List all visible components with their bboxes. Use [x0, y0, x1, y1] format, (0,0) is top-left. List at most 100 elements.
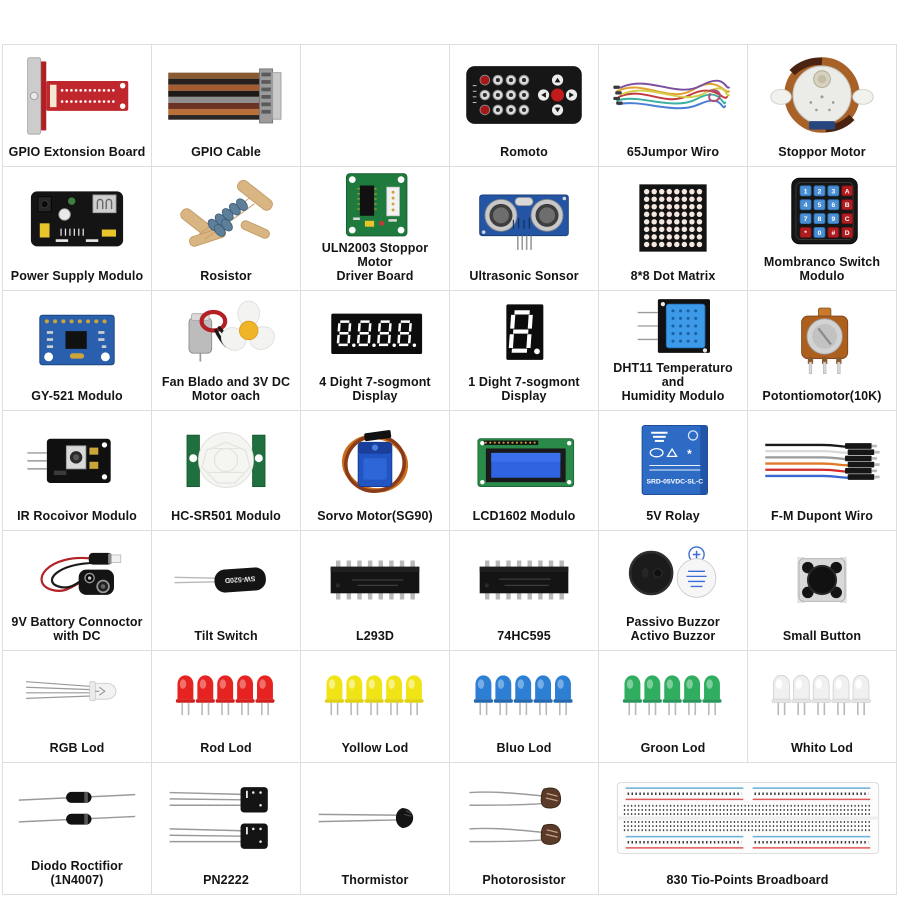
label-hc-sr501-module: HC-SR501 Modulo: [171, 509, 281, 523]
component-cell-gpio-extension-board: GPIO Extonsion Board: [3, 45, 152, 167]
small-button-graphic: [797, 556, 847, 604]
component-cell-dht11-module: DHT11 Temperaturo and Humidity Modulo: [599, 291, 748, 411]
label-gy521-module: GY-521 Modulo: [31, 389, 123, 403]
remote-graphic: [466, 66, 582, 124]
label-gpio-cable: GPIO Cable: [191, 145, 261, 159]
dupont-wire-graphic: [765, 443, 880, 480]
breadboard-image: [599, 763, 896, 873]
hc-sr501-module-graphic: [186, 432, 266, 488]
component-cell-gy521-module: GY-521 Modulo: [3, 291, 152, 411]
label-dupont-wire: F-M Dupont Wiro: [770, 509, 874, 523]
component-cell-hc-sr501-module: HC-SR501 Modulo: [152, 411, 301, 531]
ir-receiver-module-image: [3, 411, 151, 509]
remote-image: [450, 45, 598, 145]
label-seg1-display: 1 Dight 7-sogmont Display: [468, 375, 580, 403]
thermistor-graphic: [318, 808, 414, 828]
label-ir-receiver-module: IR Rocoivor Modulo: [17, 509, 137, 523]
relay-ul-mark: *: [687, 447, 692, 461]
components-grid: GPIO Extonsion Board: [2, 44, 897, 895]
stepper-motor-graphic: [770, 57, 874, 133]
component-cell-servo-motor: Sorvo Motor(SG90): [301, 411, 450, 531]
pn2222-graphic: [169, 787, 268, 849]
label-lcd1602-module: LCD1602 Modulo: [472, 509, 576, 523]
ultrasonic-sensor-image: [450, 167, 598, 269]
label-dot-matrix: 8*8 Dot Matrix: [630, 269, 716, 283]
keypad-key-label: *: [804, 230, 807, 237]
keypad-key-label: 7: [804, 216, 808, 223]
ultrasonic-sensor-graphic: [479, 194, 569, 250]
component-cell-ir-receiver-module: IR Rocoivor Modulo: [3, 411, 152, 531]
gpio-extension-board-graphic: [27, 57, 129, 135]
dot-matrix-graphic: [639, 184, 707, 252]
component-cell-uln2003-driver-board: ULN2003 Stoppor Motor Driver Board: [301, 167, 450, 291]
potentiometer-image: [748, 291, 896, 389]
keypad-key-label: 4: [804, 202, 808, 209]
label-pn2222: PN2222: [203, 873, 249, 887]
component-cell-rgb-led: RGB Lod: [3, 651, 152, 763]
servo-motor-image: [301, 411, 449, 509]
green-led-image: [599, 651, 747, 741]
white-led-image: [748, 651, 896, 741]
battery-connector-graphic: [40, 552, 122, 595]
potentiometer-graphic: [801, 307, 849, 374]
component-cell-jumper-wire: 65Jumpor Wiro: [599, 45, 748, 167]
l293d-graphic: [330, 560, 420, 600]
component-cell-buzzers: Passivo Buzzor Activo Buzzor: [599, 531, 748, 651]
empty-cell: [301, 45, 450, 167]
keypad-key-label: 2: [818, 188, 822, 195]
label-dht11-module: DHT11 Temperaturo and Humidity Modulo: [613, 361, 733, 403]
dot-matrix-image: [599, 167, 747, 269]
seg1-display-graphic: [506, 304, 544, 360]
keypad-key-label: B: [845, 202, 850, 209]
servo-motor-graphic: [341, 430, 409, 493]
component-cell-gpio-cable: GPIO Cable: [152, 45, 301, 167]
label-potentiometer: Potontiomotor(10K): [762, 389, 882, 403]
label-membrane-switch-module: Mombranco Switch Modulo: [763, 255, 881, 283]
keypad-key-label: 3: [831, 188, 835, 195]
keypad-key-label: 9: [831, 216, 835, 223]
photoresistor-image: [450, 763, 598, 873]
keypad-key-label: 5: [818, 202, 822, 209]
label-relay-5v: 5V Rolay: [646, 509, 700, 523]
seg4-display-image: [301, 291, 449, 375]
keypad-key-label: D: [845, 230, 850, 237]
component-cell-dot-matrix: 8*8 Dot Matrix: [599, 167, 748, 291]
fan-blade-motor-graphic: [188, 300, 275, 362]
red-led-image: [152, 651, 300, 741]
label-rgb-led: RGB Lod: [49, 741, 105, 755]
diode-rectifier-image: [3, 763, 151, 859]
component-cell-74hc595: 74HC595: [450, 531, 599, 651]
label-tilt-switch: Tilt Switch: [194, 629, 258, 643]
component-cell-potentiometer: Potontiomotor(10K): [748, 291, 897, 411]
label-remote: Romoto: [500, 145, 548, 159]
label-breadboard: 830 Tio-Points Broadboard: [666, 873, 829, 887]
label-photoresistor: Photorosistor: [482, 873, 566, 887]
keypad-key-label: #: [831, 230, 835, 237]
label-jumper-wire: 65Jumpor Wiro: [626, 145, 720, 159]
keypad-key-label: 6: [831, 202, 835, 209]
component-cell-stepper-motor: Stoppor Motor: [748, 45, 897, 167]
relay-5v-graphic: * SRD-05VDC-SL-C: [641, 425, 708, 495]
component-cell-photoresistor: Photorosistor: [450, 763, 599, 895]
label-small-button: Small Button: [782, 629, 862, 643]
lcd1602-module-graphic: [477, 438, 575, 488]
label-fan-blade-motor: Fan Blado and 3V DC Motor oach: [161, 375, 291, 403]
label-l293d: L293D: [355, 629, 395, 643]
dupont-wire-image: [748, 411, 896, 509]
tilt-switch-graphic: SW-520D: [174, 567, 266, 593]
label-buzzers: Passivo Buzzor Activo Buzzor: [626, 615, 720, 643]
74hc595-graphic: [479, 560, 569, 600]
label-white-led: Whito Lod: [791, 741, 853, 755]
seg1-display-image: [450, 291, 598, 375]
component-cell-relay-5v: * SRD-05VDC-SL-C 5V Rolay: [599, 411, 748, 531]
component-cell-tilt-switch: SW-520D Tilt Switch: [152, 531, 301, 651]
breadboard-graphic: [616, 782, 879, 854]
resistor-image: [152, 167, 300, 269]
component-cell-membrane-switch-module: 1 2 3 A 4 5 6 B 7 8 9 C * 0 # D: [748, 167, 897, 291]
tilt-switch-text: SW-520D: [225, 574, 256, 584]
keypad-key-label: 1: [804, 188, 808, 195]
blue-led-image: [450, 651, 598, 741]
component-cell-seg1-display: 1 Dight 7-sogmont Display: [450, 291, 599, 411]
component-cell-fan-blade-motor: Fan Blado and 3V DC Motor oach: [152, 291, 301, 411]
